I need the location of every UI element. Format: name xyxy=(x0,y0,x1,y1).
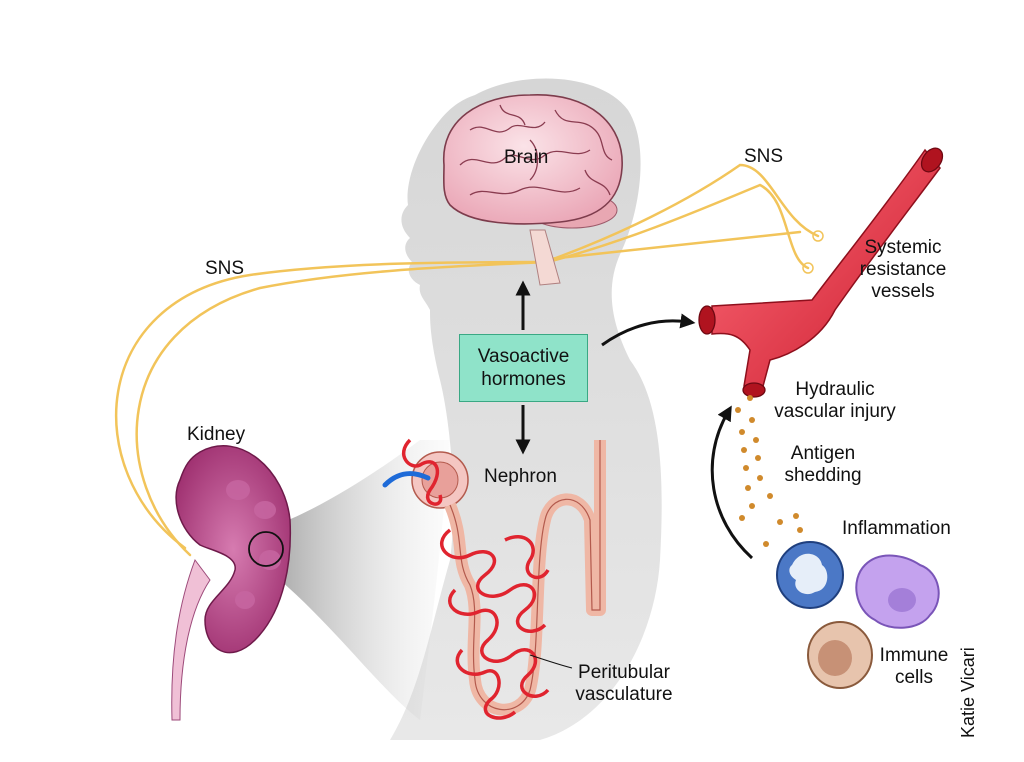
kidney-illustration xyxy=(171,445,292,721)
label-kidney: Kidney xyxy=(187,424,246,445)
immune-cells xyxy=(776,541,940,689)
label-hydraulic-vascular-injury: Hydraulic vascular injury xyxy=(774,379,896,422)
antigen-particles xyxy=(735,395,803,547)
label-sns-left: SNS xyxy=(205,258,245,279)
nephron-illustration xyxy=(382,438,606,720)
label-vasoactive-hormones: Vasoactive hormones xyxy=(477,346,570,390)
hormone-arrows xyxy=(515,280,696,455)
brain-illustration xyxy=(442,94,623,286)
label-nephron: Nephron xyxy=(484,466,557,487)
label-systemic-resistance-vessels: Systemic resistance vessels xyxy=(859,237,947,302)
inflammation-arrow xyxy=(710,405,754,560)
magnification-cone xyxy=(268,440,450,720)
label-inflammation: Inflammation xyxy=(842,518,951,539)
label-brain: Brain xyxy=(504,147,549,168)
vasoactive-hormones-box: Vasoactive hormones xyxy=(459,334,588,402)
sns-nerves xyxy=(115,163,824,557)
label-antigen-shedding: Antigen shedding xyxy=(784,443,862,486)
artist-credit: Katie Vicari xyxy=(958,647,978,738)
label-immune-cells: Immune cells xyxy=(879,645,949,688)
systemic-vessel xyxy=(698,147,944,398)
label-peritubular-vasculature: Peritubular vasculature xyxy=(575,662,673,705)
label-sns-right: SNS xyxy=(744,146,784,167)
